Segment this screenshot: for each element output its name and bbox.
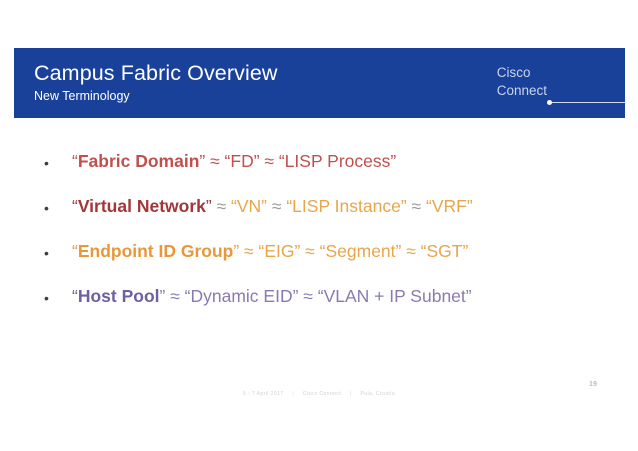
bullet-segment: “	[72, 286, 78, 306]
logo-line-connect: Connect	[496, 82, 547, 98]
bullet-segment: ”	[205, 196, 212, 216]
bullet-item-endpoint-id-group: • “Endpoint ID Group” ≈ “EIG” ≈ “Segment”…	[44, 240, 604, 285]
bullet-dot-icon: •	[44, 200, 49, 216]
page-title: Campus Fabric Overview	[34, 61, 278, 85]
bullet-segment: Endpoint ID Group	[77, 241, 234, 261]
bullet-segment: Fabric Domain	[77, 151, 200, 171]
bullet-text-fabric-domain: “Fabric Domain” ≈ “FD” ≈ “LISP Process”	[58, 150, 604, 172]
footer-text: 5 - 7 April 2017 | Cisco Connect | Pula,…	[243, 391, 395, 397]
cisco-connect-logo: Cisco Connect	[497, 64, 547, 100]
slide-header-band: Campus Fabric Overview New Terminology C…	[14, 48, 625, 118]
footer-separator-1: |	[292, 391, 295, 397]
bullet-segment: Virtual Network	[77, 196, 206, 216]
footer-location: Pula, Croatia	[360, 391, 395, 397]
bullet-item-fabric-domain: • “Fabric Domain” ≈ “FD” ≈ “LISP Process”	[44, 150, 604, 195]
bullet-text-endpoint-id-group: “Endpoint ID Group” ≈ “EIG” ≈ “Segment” …	[58, 240, 604, 262]
footer-event: Cisco Connect	[302, 391, 342, 397]
logo-dot-rule-mark	[547, 100, 625, 106]
bullet-segment: “	[72, 151, 78, 171]
title-block: Campus Fabric Overview New Terminology	[34, 62, 278, 103]
bullet-segment: Host Pool	[77, 286, 160, 306]
bullet-segment: ” ≈ “FD” ≈ “LISP Process”	[199, 151, 397, 171]
logo-dot-icon	[547, 100, 552, 105]
bullet-segment: ≈	[267, 196, 287, 216]
logo-rule-divider	[552, 102, 625, 103]
bullet-segment: ” ≈ “EIG” ≈ “Segment” ≈ “SGT”	[233, 241, 469, 261]
bullet-segment: “VRF”	[426, 196, 473, 216]
logo-line-cisco: Cisco	[496, 65, 531, 80]
bullet-segment: “	[72, 241, 78, 261]
bullet-segment: “LISP Instance”	[286, 196, 407, 216]
bullet-segment: “VN”	[231, 196, 268, 216]
bullet-item-host-pool: • “Host Pool” ≈ “Dynamic EID” ≈ “VLAN + I…	[44, 285, 604, 330]
terminology-bullet-list: •“Fabric Domain” ≈ “FD” ≈ “LISP Process”…	[44, 150, 604, 330]
bullet-text-host-pool: “Host Pool” ≈ “Dynamic EID” ≈ “VLAN + IP…	[58, 285, 604, 307]
footer-separator-2: |	[349, 391, 352, 397]
page-subtitle: New Terminology	[34, 88, 130, 103]
footer-date: 5 - 7 April 2017	[243, 391, 284, 397]
bullet-dot-icon: •	[44, 245, 49, 261]
bullet-segment: ” ≈ “Dynamic EID” ≈ “VLAN + IP Subnet”	[159, 286, 472, 306]
bullet-item-virtual-network: • “Virtual Network” ≈ “VN” ≈ “LISP Instan…	[44, 195, 604, 240]
bullet-dot-icon: •	[44, 155, 49, 171]
bullet-segment: “	[72, 196, 78, 216]
bullet-segment: ≈	[211, 196, 232, 216]
bullet-dot-icon: •	[44, 290, 49, 306]
page-number: 19	[589, 381, 598, 388]
bullet-segment: ≈	[406, 196, 426, 216]
slide-footer: 5 - 7 April 2017 | Cisco Connect | Pula,…	[0, 382, 638, 400]
bullet-text-virtual-network: “Virtual Network” ≈ “VN” ≈ “LISP Instanc…	[58, 195, 604, 217]
